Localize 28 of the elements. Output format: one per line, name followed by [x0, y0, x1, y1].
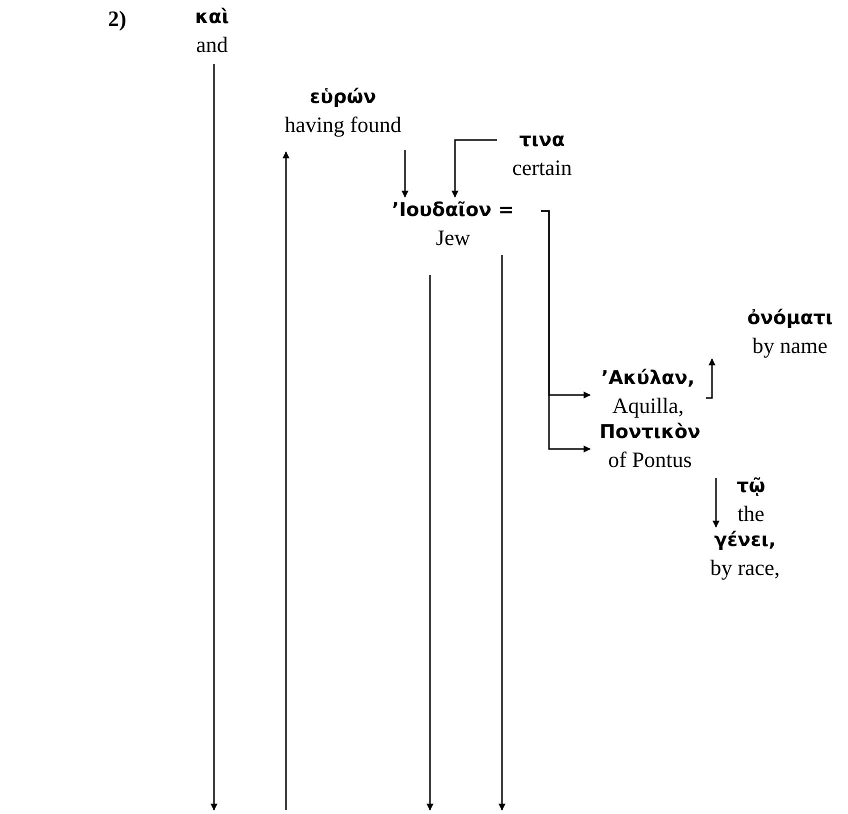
greek-word: ’Ακύλαν,: [600, 366, 696, 391]
greek-word: καὶ: [194, 5, 230, 30]
arrow: [712, 478, 720, 528]
english-gloss: Aquilla,: [611, 392, 685, 419]
greek-word: ὀνόματι: [746, 306, 834, 331]
english-gloss: the: [736, 500, 766, 527]
arrow: [541, 210, 591, 452]
item-number: 2): [108, 5, 126, 32]
arrow: [452, 139, 497, 198]
arrow: [282, 151, 290, 810]
greek-word: ’Ιουδαῖον =: [390, 198, 516, 223]
arrow: [498, 255, 506, 811]
greek-word: τῷ: [736, 474, 766, 499]
english-gloss: of Pontus: [607, 446, 693, 473]
greek-word: εὑρών: [308, 85, 378, 110]
arrow: [402, 150, 408, 198]
english-gloss: Jew: [434, 224, 472, 251]
greek-word: γένει,: [713, 528, 777, 553]
english-gloss: and: [195, 31, 229, 58]
greek-word: τινα: [518, 128, 566, 153]
english-gloss: by race,: [709, 554, 781, 581]
arrow: [706, 358, 716, 399]
arrow: [426, 275, 434, 811]
arrow: [210, 64, 218, 811]
english-gloss: certain: [511, 154, 573, 181]
english-gloss: having found: [284, 111, 402, 138]
english-gloss: by name: [751, 332, 829, 359]
greek-word: Ποντικὸν: [598, 420, 702, 445]
